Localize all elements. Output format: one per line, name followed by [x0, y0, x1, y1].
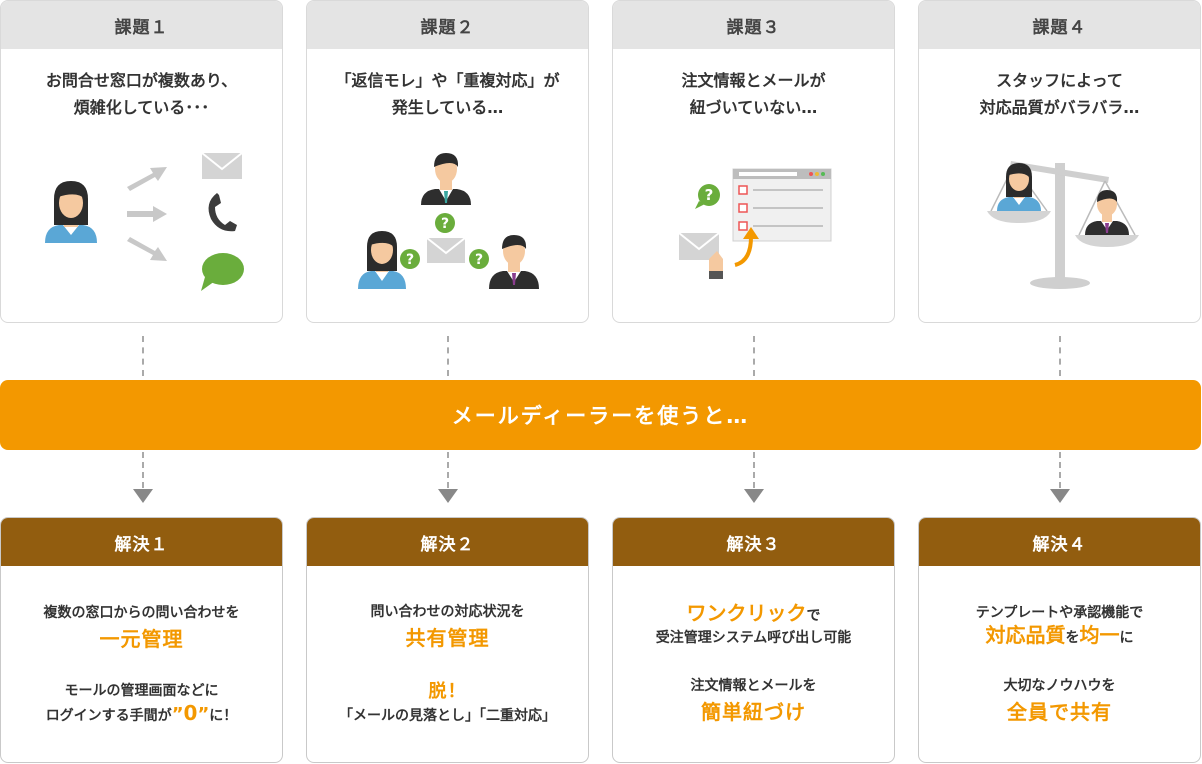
- browser-window-icon: [732, 168, 832, 242]
- quote-mark: ”: [197, 703, 210, 725]
- solution-text-part: で: [806, 607, 821, 624]
- solution-card-2: 解決２ 問い合わせの対応状況を 共有管理 脱！ 「メールの見落とし」「二重対応」: [306, 517, 589, 763]
- question-icon: ?: [469, 249, 489, 269]
- solution-text-part: ログインする手間が: [45, 707, 172, 724]
- problem-description: お問合せ窓口が複数あり、 煩雑化している･･･: [1, 67, 282, 121]
- solution-highlight: 全員で共有: [1007, 699, 1112, 724]
- problem-title: 課題１: [1, 1, 282, 49]
- connector-2: [438, 336, 458, 506]
- solution-highlight: 簡単紐づけ: [701, 699, 806, 724]
- problem-line: 対応品質がバラバラ…: [979, 98, 1140, 117]
- multiple-channels-illustration: [45, 152, 244, 291]
- person-icon: [997, 163, 1041, 211]
- problem-card-2: 課題２ 「返信モレ」や「重複対応」が 発生している… ? ?: [306, 0, 589, 323]
- solution-highlight: 一元管理: [99, 626, 184, 651]
- solution-text: 大切なノウハウを: [1003, 677, 1116, 694]
- svg-text:?: ?: [705, 186, 714, 204]
- arrow-down-icon: [133, 489, 153, 503]
- quote-mark: ”: [171, 703, 184, 725]
- solution-text: 複数の窓口からの問い合わせを: [43, 604, 240, 621]
- solution-card-4: 解決４ テンプレートや承認機能で 対応品質を均一に 大切なノウハウを 全員で共有: [918, 517, 1201, 763]
- solution-body: 複数の窓口からの問い合わせを 一元管理 モールの管理画面などに ログインする手間…: [1, 566, 282, 762]
- solution-highlight: 脱！: [428, 681, 467, 702]
- problem-card-1: 課題１ お問合せ窓口が複数あり、 煩雑化している･･･: [0, 0, 283, 323]
- solution-highlight: ワンクリック: [686, 600, 807, 625]
- connector-1: [133, 336, 153, 506]
- solution-body: テンプレートや承認機能で 対応品質を均一に 大切なノウハウを 全員で共有: [919, 566, 1200, 762]
- businessman-icon: [489, 235, 539, 289]
- hand-icon: [709, 251, 723, 279]
- solution-text: 対応品質を均一に: [986, 624, 1134, 649]
- solution-text: ワンクリックで: [687, 602, 821, 627]
- arrow-icon: [734, 227, 759, 267]
- solution-text: テンプレートや承認機能で: [975, 604, 1144, 621]
- person-icon: [45, 181, 97, 243]
- solution-text: 受注管理システム呼び出し可能: [655, 629, 852, 646]
- envelope-icon: [678, 232, 720, 260]
- person-icon: [358, 231, 406, 289]
- solution-body: 問い合わせの対応状況を 共有管理 脱！ 「メールの見落とし」「二重対応」: [307, 566, 588, 762]
- problem-title: 課題３: [613, 1, 894, 49]
- solution-highlight: 対応品質: [985, 622, 1066, 647]
- problem-line: 発生している…: [391, 98, 504, 117]
- problem-line: スタッフによって: [996, 71, 1123, 90]
- question-icon: ?: [695, 184, 720, 209]
- solution-highlight: 共有管理: [405, 626, 490, 650]
- solution-text: ログインする手間が”0”に！: [46, 702, 238, 727]
- arrow-down-icon: [744, 489, 764, 503]
- connector-3: [744, 336, 764, 506]
- solution-card-1: 解決１ 複数の窓口からの問い合わせを 一元管理 モールの管理画面などに ログイン…: [0, 517, 283, 763]
- arrow-icon: [127, 167, 167, 261]
- solution-text: 問い合わせの対応状況を: [370, 604, 525, 620]
- checklist-icon: [738, 185, 823, 231]
- envelope-icon: [201, 152, 243, 179]
- mail-dealer-banner: メールディーラーを使うと…: [0, 380, 1201, 450]
- arrow-down-icon: [1050, 489, 1070, 503]
- question-icon: ?: [400, 249, 420, 269]
- solution-highlight: 均一: [1079, 622, 1120, 647]
- solution-text: 「メールの見落とし」「二重対応」: [339, 708, 556, 724]
- problem-title: 課題２: [307, 1, 588, 49]
- connector-4: [1050, 336, 1070, 506]
- businessman-icon: [421, 153, 471, 205]
- solution-text-part: を: [1065, 629, 1080, 646]
- solution-body: ワンクリックで 受注管理システム呼び出し可能 注文情報とメールを 簡単紐づけ: [613, 566, 894, 762]
- problem-line: 注文情報とメールが: [681, 71, 826, 90]
- problem-card-4: 課題４ スタッフによって 対応品質がバラバラ…: [918, 0, 1201, 323]
- problem-line: 紐づいていない…: [689, 98, 818, 117]
- duplicate-reply-illustration: ? ? ?: [358, 153, 539, 289]
- balance-scale-icon: [987, 161, 1139, 289]
- problem-card-3: 課題３ 注文情報とメールが 紐づいていない… ?: [612, 0, 895, 323]
- problem-description: 「返信モレ」や「重複対応」が 発生している…: [307, 67, 588, 121]
- problem-line: お問合せ窓口が複数あり、: [45, 71, 238, 90]
- solution-text: モールの管理画面などに: [64, 682, 219, 699]
- solution-title: 解決２: [307, 518, 588, 566]
- unlinked-order-illustration: ?: [678, 168, 832, 279]
- svg-text:?: ?: [406, 252, 414, 268]
- solution-title: 解決４: [919, 518, 1200, 566]
- solution-text: 注文情報とメールを: [690, 677, 817, 694]
- chat-bubble-icon: [201, 253, 244, 291]
- problem-description: スタッフによって 対応品質がバラバラ…: [919, 67, 1200, 121]
- solution-text-part: に！: [209, 707, 238, 724]
- businessman-icon: [1085, 190, 1129, 235]
- solution-text-part: に: [1119, 629, 1134, 646]
- svg-text:?: ?: [441, 216, 449, 232]
- question-icon: ?: [435, 213, 455, 233]
- problem-title: 課題４: [919, 1, 1200, 49]
- svg-text:?: ?: [475, 252, 483, 268]
- zero-highlight: 0: [183, 700, 198, 725]
- problem-line: 煩雑化している･･･: [73, 98, 210, 117]
- envelope-icon: [426, 237, 466, 263]
- solution-title: 解決３: [613, 518, 894, 566]
- arrow-down-icon: [438, 489, 458, 503]
- solution-card-3: 解決３ ワンクリックで 受注管理システム呼び出し可能 注文情報とメールを 簡単紐…: [612, 517, 895, 763]
- problem-description: 注文情報とメールが 紐づいていない…: [613, 67, 894, 121]
- uneven-quality-illustration: [987, 161, 1139, 289]
- phone-icon: [208, 193, 237, 232]
- problem-line: 「返信モレ」や「重複対応」が: [335, 71, 560, 90]
- solution-title: 解決１: [1, 518, 282, 566]
